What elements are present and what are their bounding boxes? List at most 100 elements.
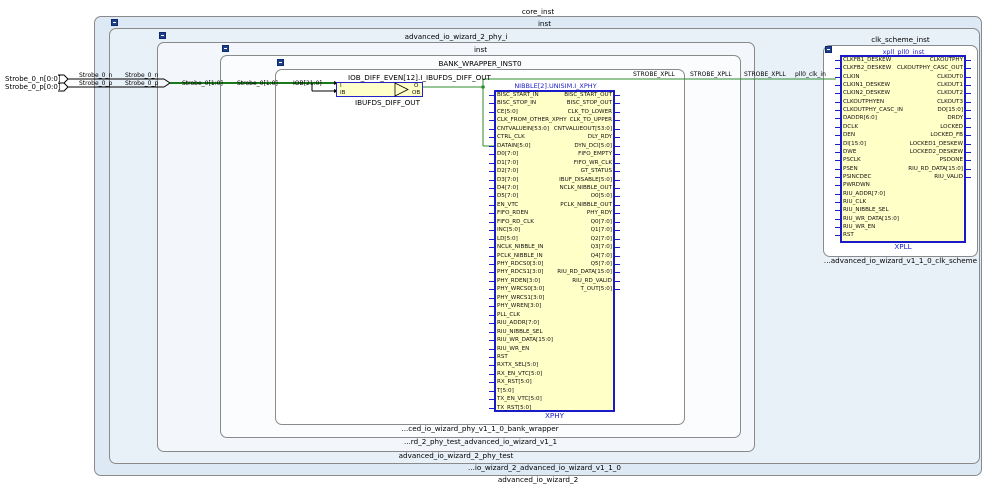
ibufds-type: IBUFDS_DIFF_OUT — [355, 98, 420, 107]
concat-symbol — [163, 78, 171, 88]
clk-scheme-collapse-icon[interactable] — [825, 46, 832, 53]
xphy-right-pin: RIU_RD_VALID — [572, 277, 612, 284]
xpll-right-pin: CLKOUT1 — [937, 82, 963, 89]
xphy-left-pin: RX_RST[5:0] — [497, 379, 532, 386]
xphy-right-pin: Q1[7:0] — [590, 227, 612, 234]
xpll-left-pin: RIU_WR_EN — [843, 224, 876, 230]
xphy-left-pin: TX_EN_VTC[5:0] — [497, 396, 542, 403]
wire-label-strobe-bus-2: Strobe_0[1:0] — [237, 80, 278, 87]
xpll-left-pin: DWE — [843, 148, 857, 155]
xphy-left-pin-stub — [489, 221, 494, 223]
xpll-right-pin: CLKOUT2 — [937, 90, 963, 97]
xphy-left-pin-stub — [489, 297, 494, 299]
xpll-left-pin-stub — [835, 160, 840, 162]
ibufds-pin-i: I — [340, 83, 342, 89]
xpll-left-pin-stub — [835, 201, 840, 203]
xphy-left-pin-stub — [489, 272, 494, 274]
xpll-left-pin: CLKFB1_DESKEW — [843, 57, 892, 63]
xphy-block[interactable] — [494, 90, 615, 412]
phy-footer: advanced_io_wizard_2_phy_test — [398, 451, 514, 460]
wire-label-strobe-n-2: Strobe_0_n — [125, 72, 159, 79]
xphy-left-pin: CNTVALUEIN[53:0] — [497, 125, 550, 132]
xpll-left-pin: DI[15:0] — [843, 140, 866, 147]
xpll-block[interactable] — [840, 55, 966, 243]
xphy-right-pin: PCLK_NIBBLE_OUT — [560, 201, 612, 208]
xpll-right-pin-stub — [966, 76, 971, 78]
xphy-left-pin-stub — [489, 323, 494, 325]
bank-wrapper-box[interactable] — [275, 69, 685, 425]
wire-label-strobe-p-1: Strobe_0_p — [79, 80, 113, 87]
inst-outer-collapse-icon[interactable] — [111, 19, 118, 26]
xpll-right-pin: DRDY — [947, 115, 963, 122]
xphy-left-pin: RIU_WR_DATA[15:0] — [497, 337, 553, 344]
xpll-left-pin: RST — [843, 232, 854, 239]
xpll-right-pin: LOCKED — [940, 123, 963, 130]
xphy-right-pin-stub — [615, 196, 620, 198]
xphy-left-pin: CE[5:0] — [497, 108, 518, 115]
ibufds-block[interactable] — [336, 82, 423, 97]
xphy-right-pin: IBUF_DISABLE[5:0] — [559, 176, 612, 183]
xphy-left-pin: CLK_FROM_OTHER_XPHY — [497, 117, 567, 124]
xphy-right-pin: FIFO_EMPTY — [578, 151, 612, 158]
xphy-right-pin-stub — [615, 103, 620, 105]
xpll-right-pin-stub — [966, 101, 971, 103]
xphy-left-pin-stub — [489, 171, 494, 173]
xpll-left-pin: PSCLK — [843, 157, 861, 164]
clk-scheme-label: clk_scheme_inst — [871, 35, 930, 44]
xphy-left-pin: PHY_RDCS1[3:0] — [497, 269, 544, 276]
xpll-right-pin: PSDONE — [939, 157, 963, 164]
xphy-left-pin-stub — [489, 340, 494, 342]
xphy-left-pin-stub — [489, 95, 494, 96]
xpll-right-pin: LOCKED2_DESKEW — [909, 148, 963, 155]
ibufds-pin-o: O — [414, 83, 419, 89]
xpll-left-pin: CLKOUTPHYEN — [843, 98, 885, 105]
xphy-right-pin-stub — [615, 128, 620, 130]
phy-collapse-icon[interactable] — [159, 32, 166, 39]
xpll-right-pin-stub — [966, 151, 971, 153]
xpll-left-pin: DEN — [843, 132, 856, 139]
xphy-left-pin: INC[5:0] — [497, 227, 521, 234]
xpll-right-pin-stub — [966, 135, 971, 137]
xphy-left-pin: PCLK_NIBBLE_IN — [497, 252, 543, 259]
xphy-left-pin: D5[7:0] — [497, 193, 519, 200]
xphy-right-pin: CNTVALUEOUT[53:0] — [553, 125, 612, 132]
xphy-left-pin-stub — [489, 280, 494, 282]
xphy-left-pin-stub — [489, 348, 494, 350]
xpll-left-pin: CLKOUTPHY_CASC_IN — [843, 107, 903, 114]
xpll-right-pin-stub — [966, 176, 971, 178]
xpll-left-pin-stub — [835, 168, 840, 170]
xphy-right-pin: Q0[7:0] — [590, 218, 612, 225]
xpll-left-pin-stub — [835, 151, 840, 153]
phy-label: advanced_io_wizard_2_phy_i — [404, 32, 508, 41]
xphy-right-pin-stub — [615, 95, 620, 96]
xphy-right-pin: Q2[7:0] — [590, 235, 612, 242]
xphy-right-pin-stub — [615, 145, 620, 147]
xphy-left-pin-stub — [489, 128, 494, 130]
wire-label-strobe-xpll-1: STROBE_XPLL — [633, 71, 675, 78]
bank-wrapper-collapse-icon[interactable] — [277, 59, 284, 66]
xpll-left-pin: CLKIN2_DESKEW — [843, 90, 891, 97]
xphy-left-pin-stub — [489, 196, 494, 198]
xphy-left-pin: RIU_NIBBLE_SEL — [497, 328, 543, 335]
wire-label-pll0-clk-in: pll0_clk_in — [795, 71, 826, 78]
strobe-n-port[interactable]: Strobe_0_n[0:0] — [5, 75, 61, 83]
strobe-p-port[interactable]: Strobe_0_p[0:0] — [5, 83, 61, 91]
xphy-right-pin: T_OUT[5:0] — [580, 286, 613, 293]
xpll-left-pin: CLKFB2_DESKEW — [843, 65, 892, 72]
xpll-left-pin-stub — [835, 176, 840, 178]
inst-inner-collapse-icon[interactable] — [222, 45, 229, 52]
xpll-left-pin-stub — [835, 185, 840, 187]
xphy-right-pin-stub — [615, 264, 620, 265]
xphy-right-pin: O0[5:0] — [590, 193, 612, 200]
xpll-left-pin: RIU_CLK — [843, 198, 867, 205]
xphy-left-pin: FIFO_RDEN — [497, 210, 529, 217]
bank-wrapper-footer: ...ced_io_wizard_phy_v1_1_0_bank_wrapper — [401, 424, 559, 433]
xphy-left-pin: PHY_WRCS0[3:0] — [497, 286, 545, 293]
xphy-type: XPHY — [544, 411, 565, 420]
xpll-right-pin: DO[15:0] — [937, 107, 963, 114]
wire-label-strobe-xpll-3: STROBE_XPLL — [744, 71, 786, 78]
xpll-left-pin-stub — [835, 126, 840, 128]
xpll-left-pin-stub — [835, 93, 840, 95]
xpll-left-pin-stub — [835, 76, 840, 78]
